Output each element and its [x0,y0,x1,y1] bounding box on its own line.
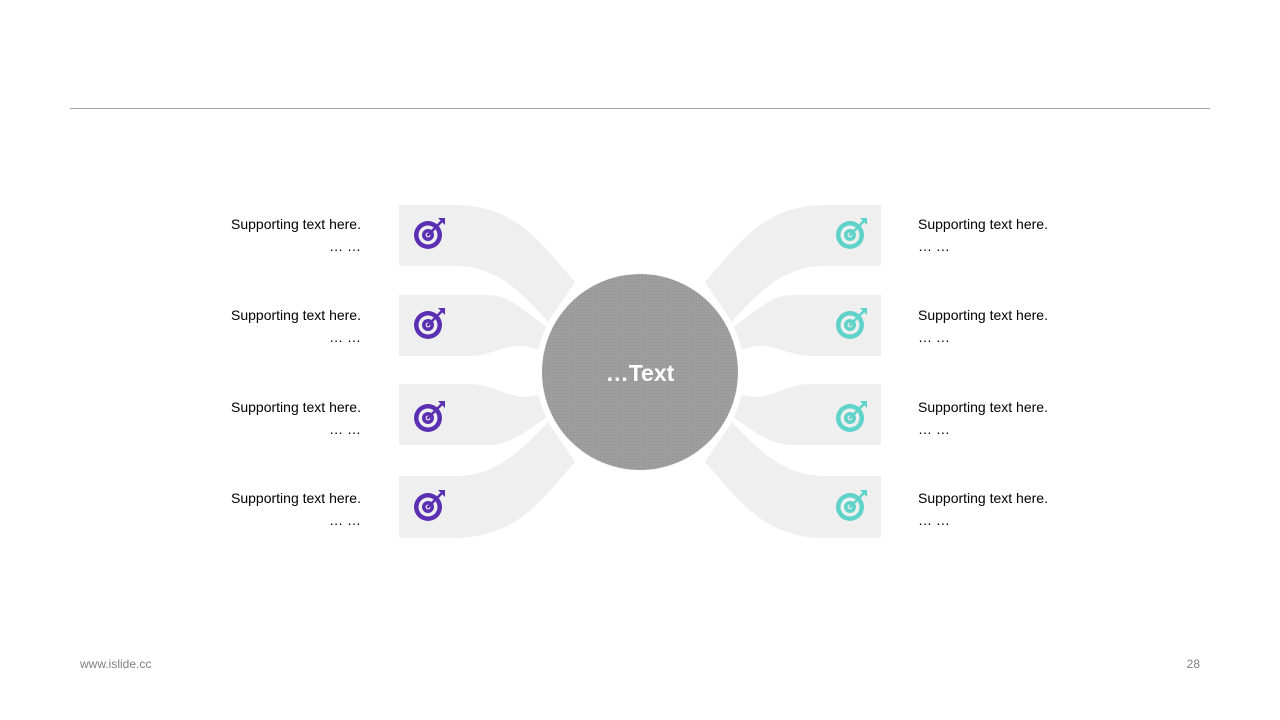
right-item-sub: … … [918,421,950,437]
left-band-3 [399,384,548,445]
center-circle [542,274,738,470]
left-item-title: Supporting text here. [231,307,361,323]
right-item-sub: … … [918,329,950,345]
target-icon [414,308,445,339]
target-icon [836,490,867,521]
right-item-title: Supporting text here. [918,216,1048,232]
left-item-4: Supporting text here. … … [161,487,361,531]
left-item-3: Supporting text here. … … [161,396,361,440]
left-item-2: Supporting text here. … … [161,304,361,348]
left-item-title: Supporting text here. [231,490,361,506]
left-band-4 [399,422,575,538]
left-item-title: Supporting text here. [231,216,361,232]
page-number: 28 [1186,657,1200,671]
footer-url[interactable]: www.islide.cc [80,657,152,671]
target-icon [414,490,445,521]
right-band-2 [732,295,881,356]
left-item-sub: … … [329,238,361,254]
left-band-2 [399,295,548,356]
top-divider [70,108,1210,109]
right-item-2: Supporting text here. … … [918,304,1118,348]
right-item-4: Supporting text here. … … [918,487,1118,531]
right-item-title: Supporting text here. [918,307,1048,323]
right-item-sub: … … [918,512,950,528]
left-item-1: Supporting text here. … … [161,213,361,257]
center-label: …Text [606,360,675,386]
target-icon [836,218,867,249]
target-icon [414,218,445,249]
left-item-title: Supporting text here. [231,399,361,415]
target-icon [836,401,867,432]
left-item-sub: … … [329,512,361,528]
target-icon [414,401,445,432]
left-band-1 [399,205,575,322]
left-item-sub: … … [329,329,361,345]
right-item-1: Supporting text here. … … [918,213,1118,257]
right-item-title: Supporting text here. [918,490,1048,506]
left-item-sub: … … [329,421,361,437]
right-item-sub: … … [918,238,950,254]
target-icon [836,308,867,339]
right-item-title: Supporting text here. [918,399,1048,415]
right-item-3: Supporting text here. … … [918,396,1118,440]
